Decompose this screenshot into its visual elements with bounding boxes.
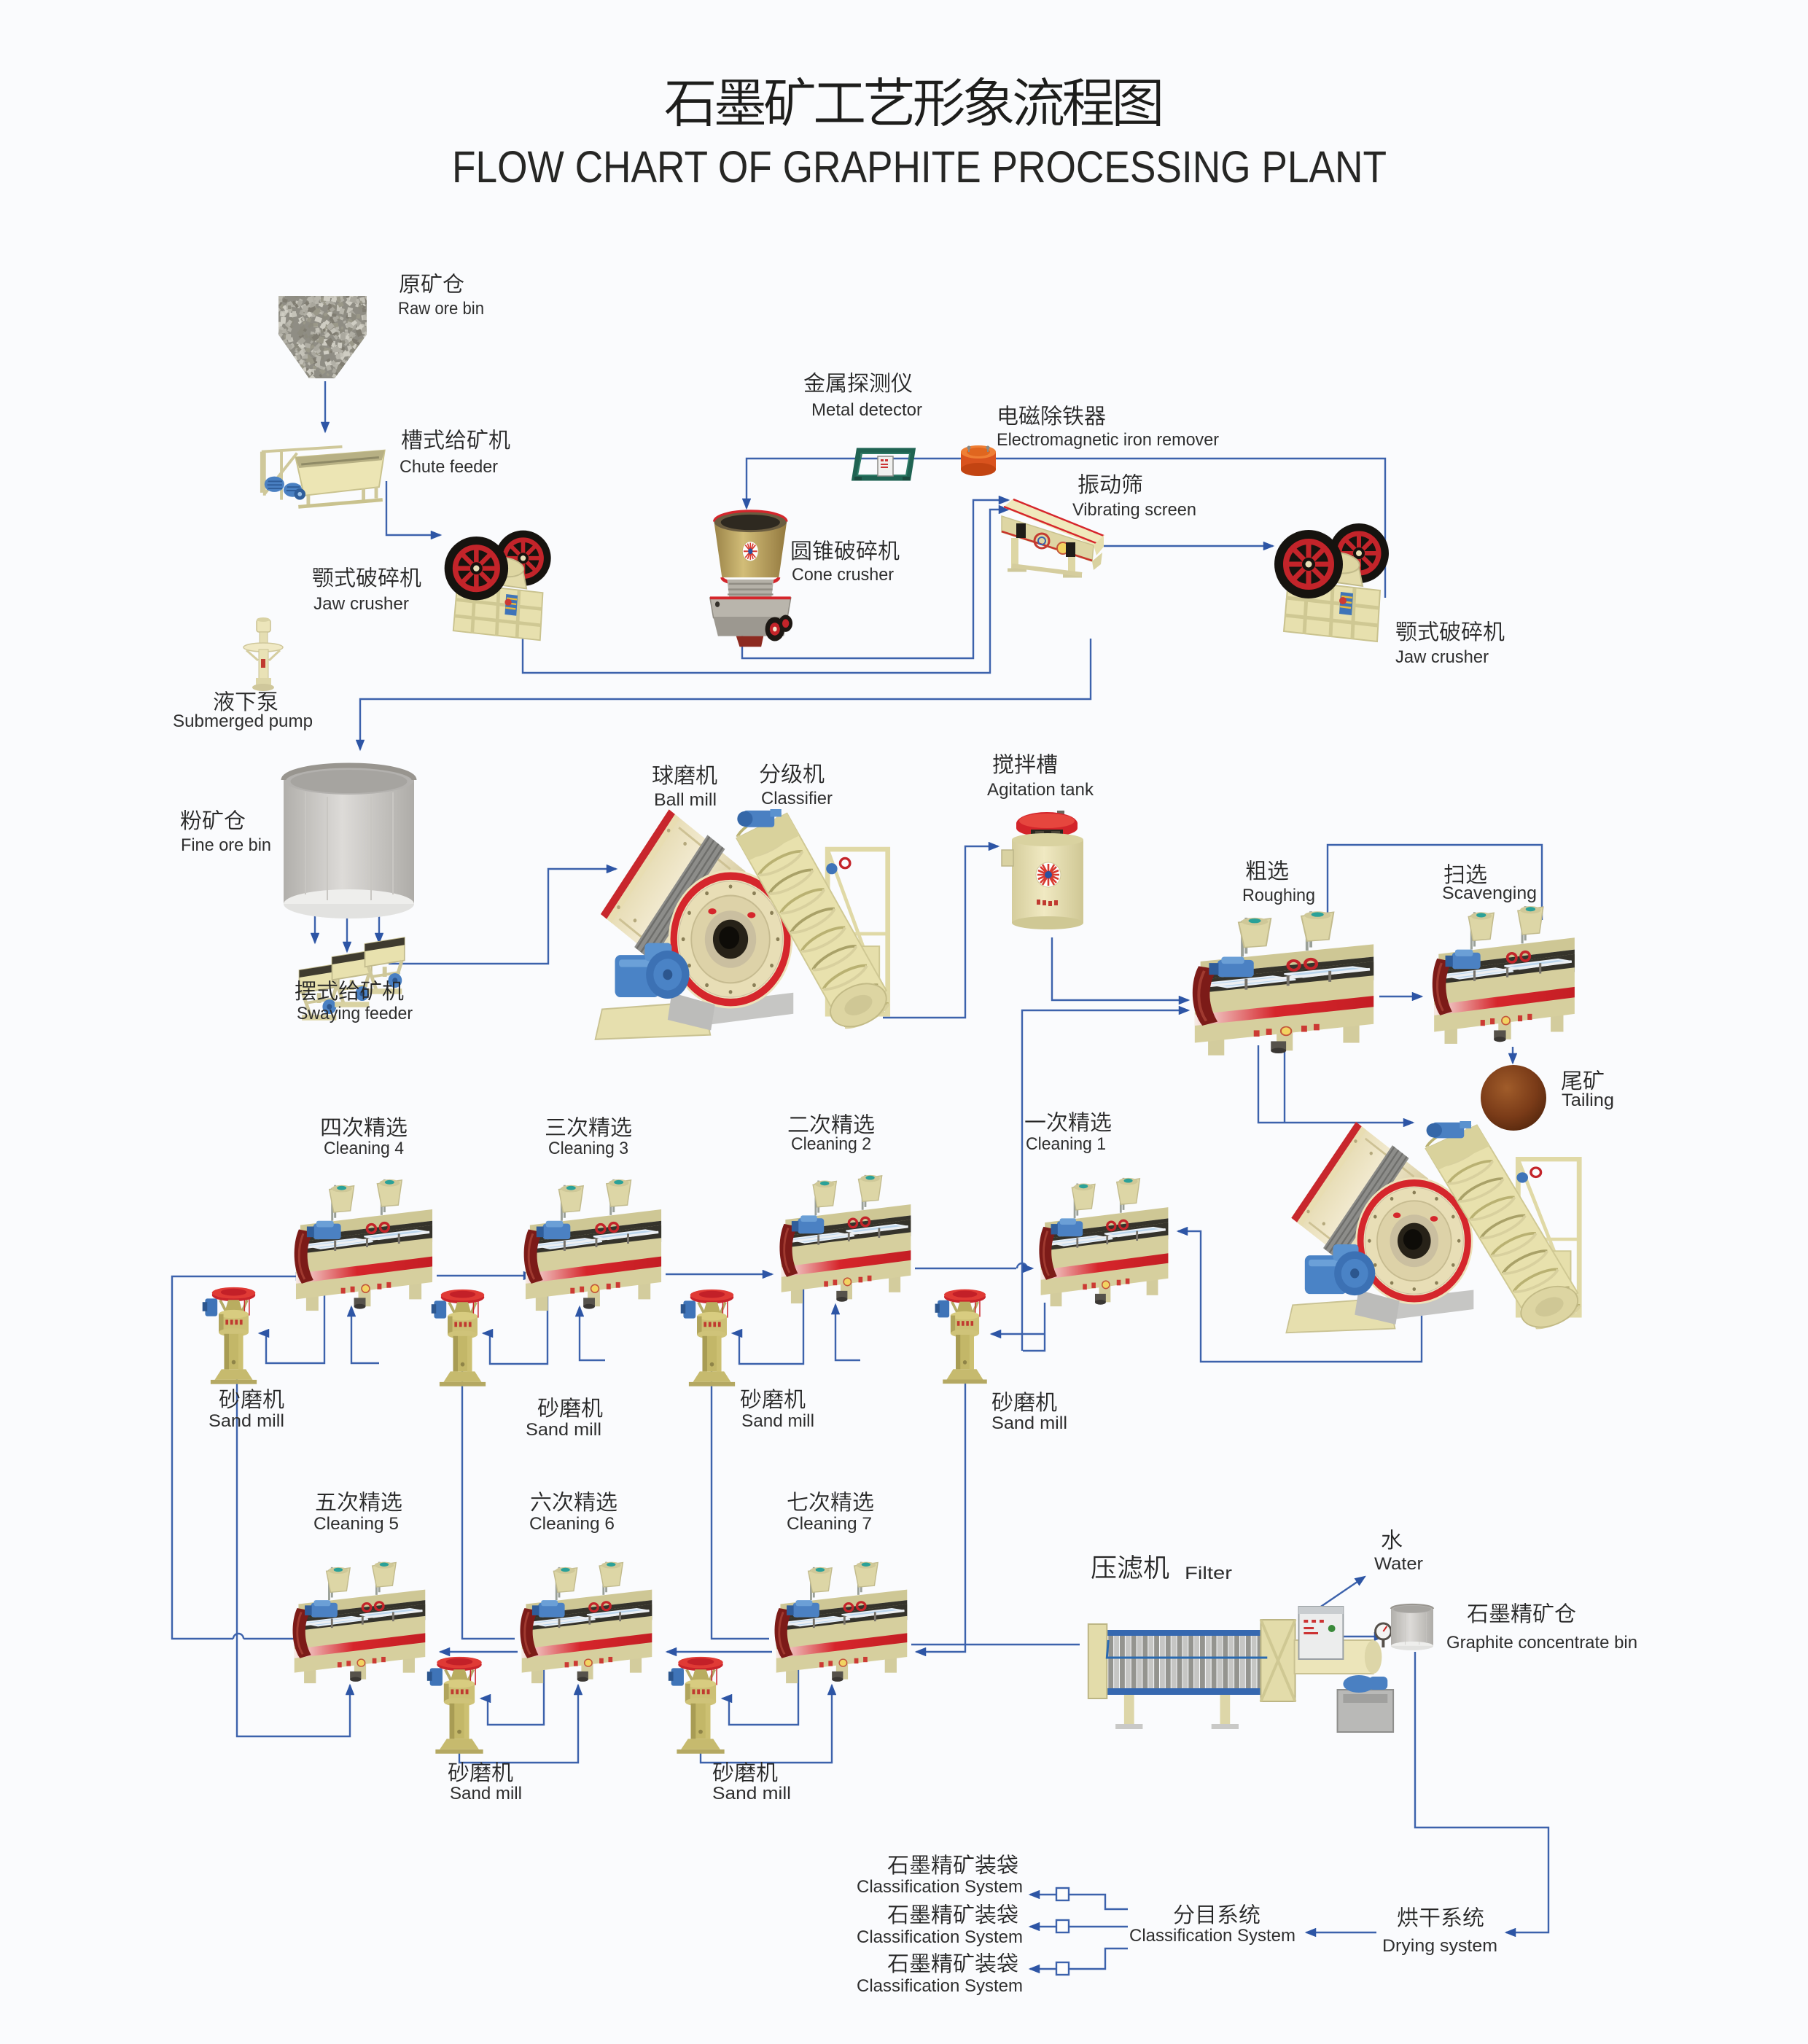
svg-text:Tailing: Tailing xyxy=(1562,1091,1614,1110)
svg-text:Sand mill: Sand mill xyxy=(450,1784,522,1803)
svg-text:Classification System: Classification System xyxy=(1129,1926,1295,1946)
svg-text:Swaying feeder: Swaying feeder xyxy=(297,1004,413,1023)
svg-text:Sand mill: Sand mill xyxy=(991,1413,1067,1433)
svg-text:Ball mill: Ball mill xyxy=(654,790,717,810)
svg-text:Sand mill: Sand mill xyxy=(209,1411,284,1431)
svg-text:Jaw crusher: Jaw crusher xyxy=(313,594,409,614)
svg-text:Submerged pump: Submerged pump xyxy=(173,711,313,731)
svg-text:Electromagnetic iron remover: Electromagnetic iron remover xyxy=(997,430,1219,450)
svg-text:Water: Water xyxy=(1374,1554,1423,1574)
svg-text:Classifier: Classifier xyxy=(761,789,833,808)
svg-text:Cleaning 5: Cleaning 5 xyxy=(313,1514,399,1534)
svg-text:Cleaning 7: Cleaning 7 xyxy=(787,1514,872,1534)
svg-text:Cleaning 3: Cleaning 3 xyxy=(548,1139,628,1158)
svg-text:Sand mill: Sand mill xyxy=(712,1784,791,1803)
svg-text:Metal detector: Metal detector xyxy=(811,400,922,420)
svg-text:Cleaning 2: Cleaning 2 xyxy=(791,1134,871,1154)
svg-text:Sand mill: Sand mill xyxy=(741,1411,814,1431)
svg-text:Vibrating screen: Vibrating screen xyxy=(1072,500,1196,520)
svg-text:Sand mill: Sand mill xyxy=(526,1420,601,1440)
svg-text:Jaw crusher: Jaw crusher xyxy=(1395,647,1489,667)
svg-text:Chute feeder: Chute feeder xyxy=(400,457,498,477)
svg-text:Cleaning 4: Cleaning 4 xyxy=(324,1139,404,1158)
svg-text:Cone crusher: Cone crusher xyxy=(792,565,894,585)
svg-text:Scavenging: Scavenging xyxy=(1442,883,1537,903)
svg-text:Drying system: Drying system xyxy=(1382,1936,1497,1956)
svg-text:Filter: Filter xyxy=(1185,1564,1232,1583)
svg-text:Agitation tank: Agitation tank xyxy=(987,780,1094,800)
svg-text:Cleaning 1: Cleaning 1 xyxy=(1026,1134,1106,1154)
svg-text:Classification System: Classification System xyxy=(857,1927,1023,1947)
svg-text:Classification System: Classification System xyxy=(857,1976,1023,1996)
svg-text:FLOW CHART OF GRAPHITE PROCESS: FLOW CHART OF GRAPHITE PROCESSING PLANT xyxy=(452,142,1387,192)
svg-text:Cleaning 6: Cleaning 6 xyxy=(529,1514,615,1534)
svg-text:Raw ore bin: Raw ore bin xyxy=(398,299,484,319)
svg-text:Graphite concentrate bin: Graphite concentrate bin xyxy=(1446,1633,1637,1653)
svg-text:Fine ore bin: Fine ore bin xyxy=(181,835,271,855)
svg-text:Roughing: Roughing xyxy=(1242,886,1315,905)
svg-text:Classification System: Classification System xyxy=(857,1877,1023,1897)
